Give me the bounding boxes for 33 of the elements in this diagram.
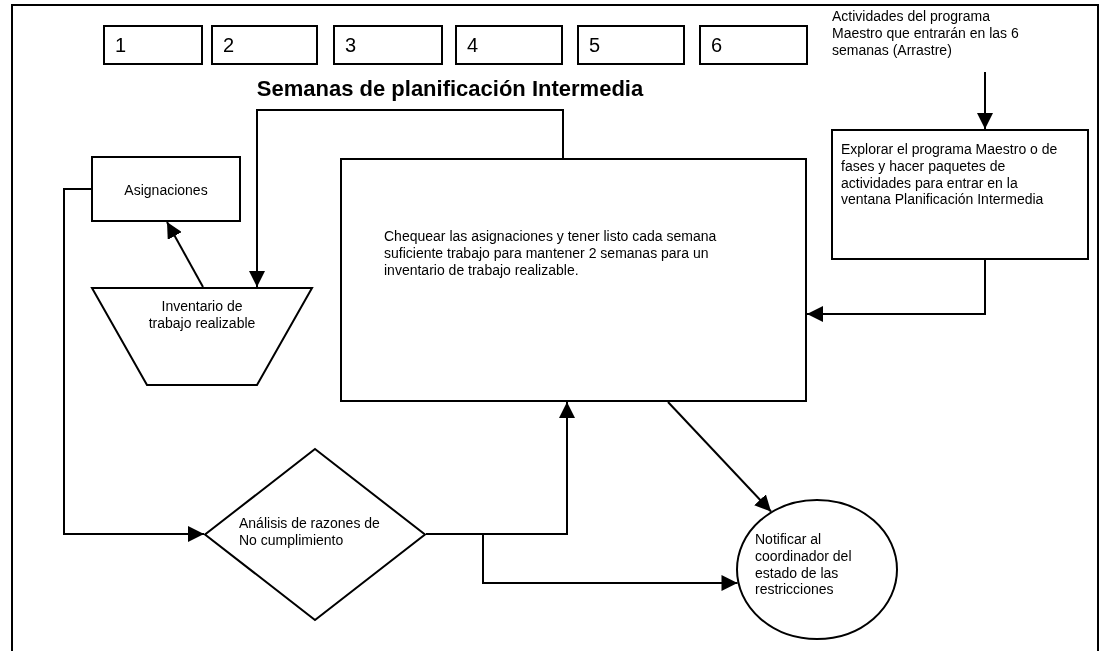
arrow — [249, 109, 564, 288]
decision-diamond — [204, 448, 426, 621]
notify-ellipse — [736, 499, 898, 640]
node-label: 1 — [115, 33, 128, 57]
week-box — [333, 25, 443, 65]
arrow — [977, 71, 993, 130]
node-label: Inventario de trabajo realizable — [147, 298, 257, 332]
arrow — [425, 533, 739, 591]
week-box — [577, 25, 685, 65]
node-label: Análisis de razones de No cumplimiento — [239, 515, 381, 549]
diagram-title: Semanas de planificación Intermedia — [255, 76, 645, 102]
arrow — [166, 221, 204, 288]
week-box — [699, 25, 808, 65]
node-label: 5 — [589, 33, 602, 57]
process-box — [831, 129, 1089, 260]
week-box — [211, 25, 318, 65]
node-label: Asignaciones — [123, 182, 209, 199]
node-label: 2 — [223, 33, 236, 57]
arrow — [667, 401, 772, 513]
process-box — [91, 156, 241, 222]
week-box — [103, 25, 203, 65]
process-box — [340, 158, 807, 402]
arrow — [806, 259, 986, 322]
inventory-trapezoid — [91, 287, 313, 386]
node-label: 3 — [345, 33, 358, 57]
node-label: Notificar al coordinador del estado de las restricciones — [755, 531, 853, 599]
week-box — [455, 25, 563, 65]
arrow — [63, 188, 205, 542]
node-label: Chequear las asignaciones y tener listo cada semana suficiente trabajo para mantener 2 semanas para un inventario de trabajo realizable. — [384, 228, 718, 279]
node-label: 6 — [711, 33, 724, 57]
node-label: Explorar el programa Maestro o de fases y hacer paquetes de actividades para entrar en la ventana Planificación Intermedia — [841, 141, 1059, 209]
node-label: 4 — [467, 33, 480, 57]
note-text: Actividades del programa Maestro que entrarán en las 6 semanas (Arrastre) — [832, 8, 1020, 59]
